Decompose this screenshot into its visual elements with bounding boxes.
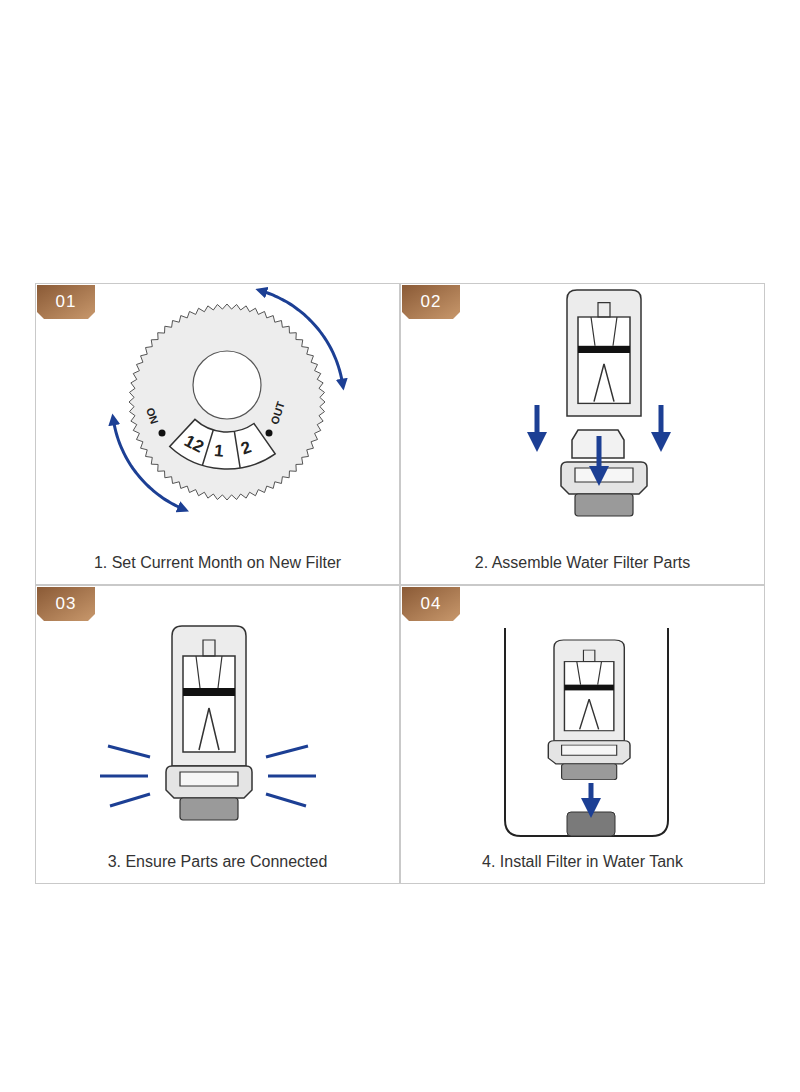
step-number: 04 <box>402 594 460 614</box>
step-number: 02 <box>402 292 460 312</box>
step-panel: 04 4. Install Filter in Water Tank <box>400 585 765 884</box>
step-panel: 02 2. Assemble Water Filter Parts <box>400 283 765 585</box>
step-number: 01 <box>37 292 95 312</box>
month-dial <box>113 290 343 509</box>
step-caption: 1. Set Current Month on New Filter <box>36 553 399 572</box>
step-tab: 02 <box>402 285 460 319</box>
step-caption: 4. Install Filter in Water Tank <box>401 852 764 871</box>
step-number: 03 <box>37 594 95 614</box>
month-number: 1 <box>214 442 225 460</box>
step-caption: 3. Ensure Parts are Connected <box>36 852 399 871</box>
step-tab: 01 <box>37 285 95 319</box>
step-panel: 01 1. Set Current Month on New Filter <box>35 283 400 585</box>
step-panel: 03 3. Ensure Parts are Connected <box>35 585 400 884</box>
assembled-filter <box>100 626 316 820</box>
water-tank <box>505 628 668 836</box>
step-caption: 2. Assemble Water Filter Parts <box>401 553 764 572</box>
step-tab: 03 <box>37 587 95 621</box>
filter-parts <box>537 290 661 516</box>
step-tab: 04 <box>402 587 460 621</box>
